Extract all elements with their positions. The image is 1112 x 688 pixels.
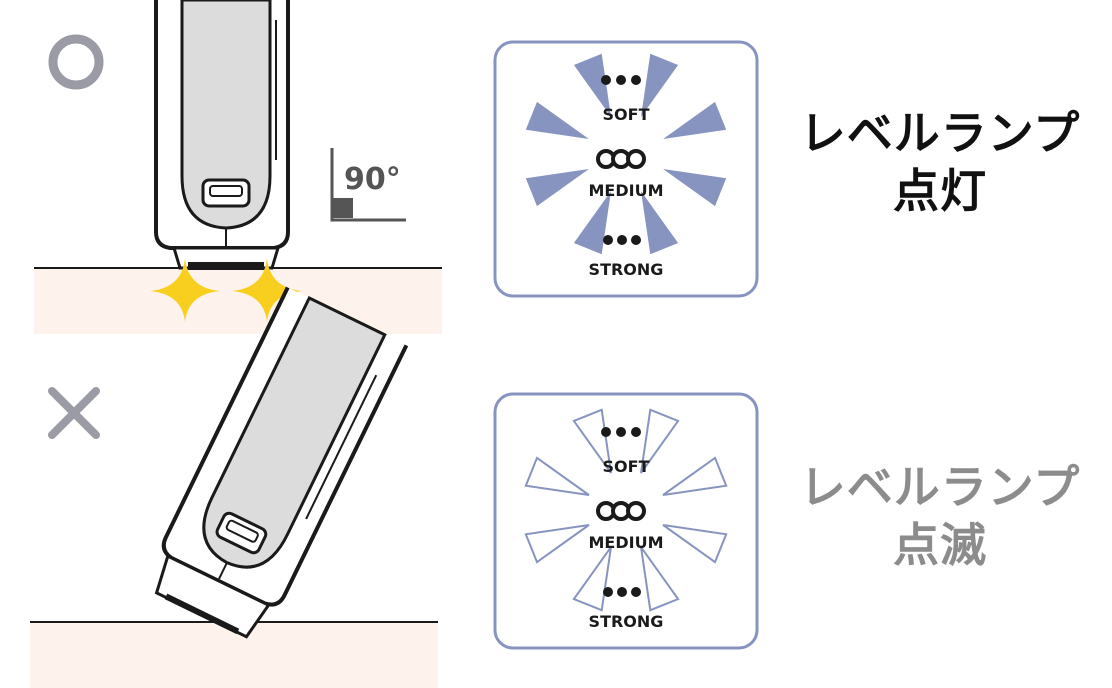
strong-dot [631, 235, 641, 245]
strong-dot [603, 587, 613, 597]
strong-label: STRONG [589, 260, 664, 279]
strong-dot [603, 235, 613, 245]
device-head [154, 553, 271, 639]
lamp-ray [663, 169, 727, 207]
device-button-inner [209, 185, 243, 197]
device-button-inner [225, 519, 259, 543]
lamp-ray [525, 169, 589, 207]
strong-dot [631, 587, 641, 597]
device-window [202, 295, 387, 569]
sparkle-icon [232, 258, 302, 322]
level-lamp-panel-lit: SOFT MEDIUM STRONG [493, 40, 759, 298]
lamp-rays-filled [525, 53, 727, 255]
skin-surface [30, 622, 438, 688]
lamp-ray [524, 524, 590, 564]
panel-frame [493, 392, 759, 650]
lamp-ray [640, 546, 680, 612]
lamp-ray [524, 456, 590, 496]
angle-lines [330, 148, 406, 222]
medium-ring [626, 149, 646, 169]
panel-frame [493, 40, 759, 298]
device-center-line [218, 562, 228, 580]
lamp-ray [573, 191, 611, 255]
soft-label: SOFT [603, 105, 650, 124]
lamp-ray [662, 456, 728, 496]
caption-line: レベルランプ [799, 460, 1081, 514]
soft-dot [601, 427, 611, 437]
angle-indicator: 90° [330, 148, 406, 222]
right-angle-mark [333, 198, 353, 218]
row-incorrect: SOFT MEDIUM STRONG [30, 286, 759, 688]
caption-line: 点滅 [893, 518, 987, 572]
lamp-ray [572, 408, 612, 474]
angle-label: 90° [344, 162, 401, 197]
skin-surface [34, 268, 442, 334]
soft-dot [631, 75, 641, 85]
medium-label: MEDIUM [589, 533, 664, 552]
device-vertical [154, 0, 290, 270]
soft-dot [601, 75, 611, 85]
cross-mark-icon [48, 387, 100, 439]
lamp-ray [641, 53, 679, 117]
strong-dot [617, 235, 627, 245]
lamp-ray [572, 546, 612, 612]
caption-line: 点灯 [893, 164, 987, 218]
caption-lamp-blinking: レベルランプ 点滅 [760, 458, 1112, 574]
caption-lamp-lit: レベルランプ 点灯 [760, 104, 1112, 220]
medium-label: MEDIUM [589, 181, 664, 200]
device-window [180, 0, 272, 230]
lamp-ray [573, 53, 611, 117]
soft-dot [616, 75, 626, 85]
device-side-groove [305, 374, 378, 520]
circle-mark-icon [48, 34, 104, 90]
device-tip [188, 262, 264, 270]
soft-dot [616, 427, 626, 437]
lamp-ray [662, 524, 728, 564]
level-lamp-panel-blinking: SOFT MEDIUM STRONG [493, 392, 759, 650]
device-tilted [154, 286, 409, 639]
caption-line: レベルランプ [799, 106, 1081, 160]
row-correct: 90° SOFT MEDIUM STRONG [34, 0, 759, 334]
strong-label: STRONG [589, 612, 664, 631]
soft-label: SOFT [603, 457, 650, 476]
lamp-ray [640, 408, 680, 474]
strong-dot [617, 587, 627, 597]
medium-ring [626, 501, 646, 521]
lamp-rays-outline [524, 408, 728, 612]
lamp-ray [663, 101, 727, 139]
soft-dot [631, 427, 641, 437]
sparkle-icon [150, 258, 220, 322]
device-tip [164, 593, 240, 635]
lamp-ray [525, 101, 589, 139]
lamp-ray [641, 191, 679, 255]
